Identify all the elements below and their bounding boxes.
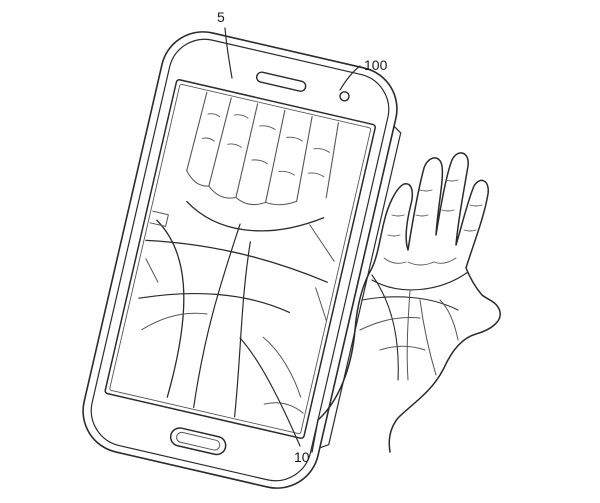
device-outer-frame xyxy=(82,31,398,489)
earpiece-speaker xyxy=(255,71,307,92)
ref-label-palm-image: 10 xyxy=(294,449,310,465)
hand-outline xyxy=(317,152,501,453)
home-button xyxy=(169,427,227,456)
palm-image-on-screen xyxy=(138,91,339,418)
device-bezel xyxy=(90,38,390,482)
mobile-device xyxy=(82,31,402,489)
ref-label-display: 5 xyxy=(217,9,225,25)
ref-label-device: 100 xyxy=(364,57,388,73)
leader-line-100 xyxy=(339,65,361,91)
display-screen-inner xyxy=(109,83,372,435)
home-button-inner xyxy=(176,431,221,451)
device-side-edge xyxy=(319,125,402,449)
display-screen xyxy=(104,79,376,439)
leader-line-10 xyxy=(239,337,301,447)
user-hand xyxy=(311,152,501,453)
front-camera xyxy=(339,91,350,102)
leader-line-5 xyxy=(224,27,233,79)
